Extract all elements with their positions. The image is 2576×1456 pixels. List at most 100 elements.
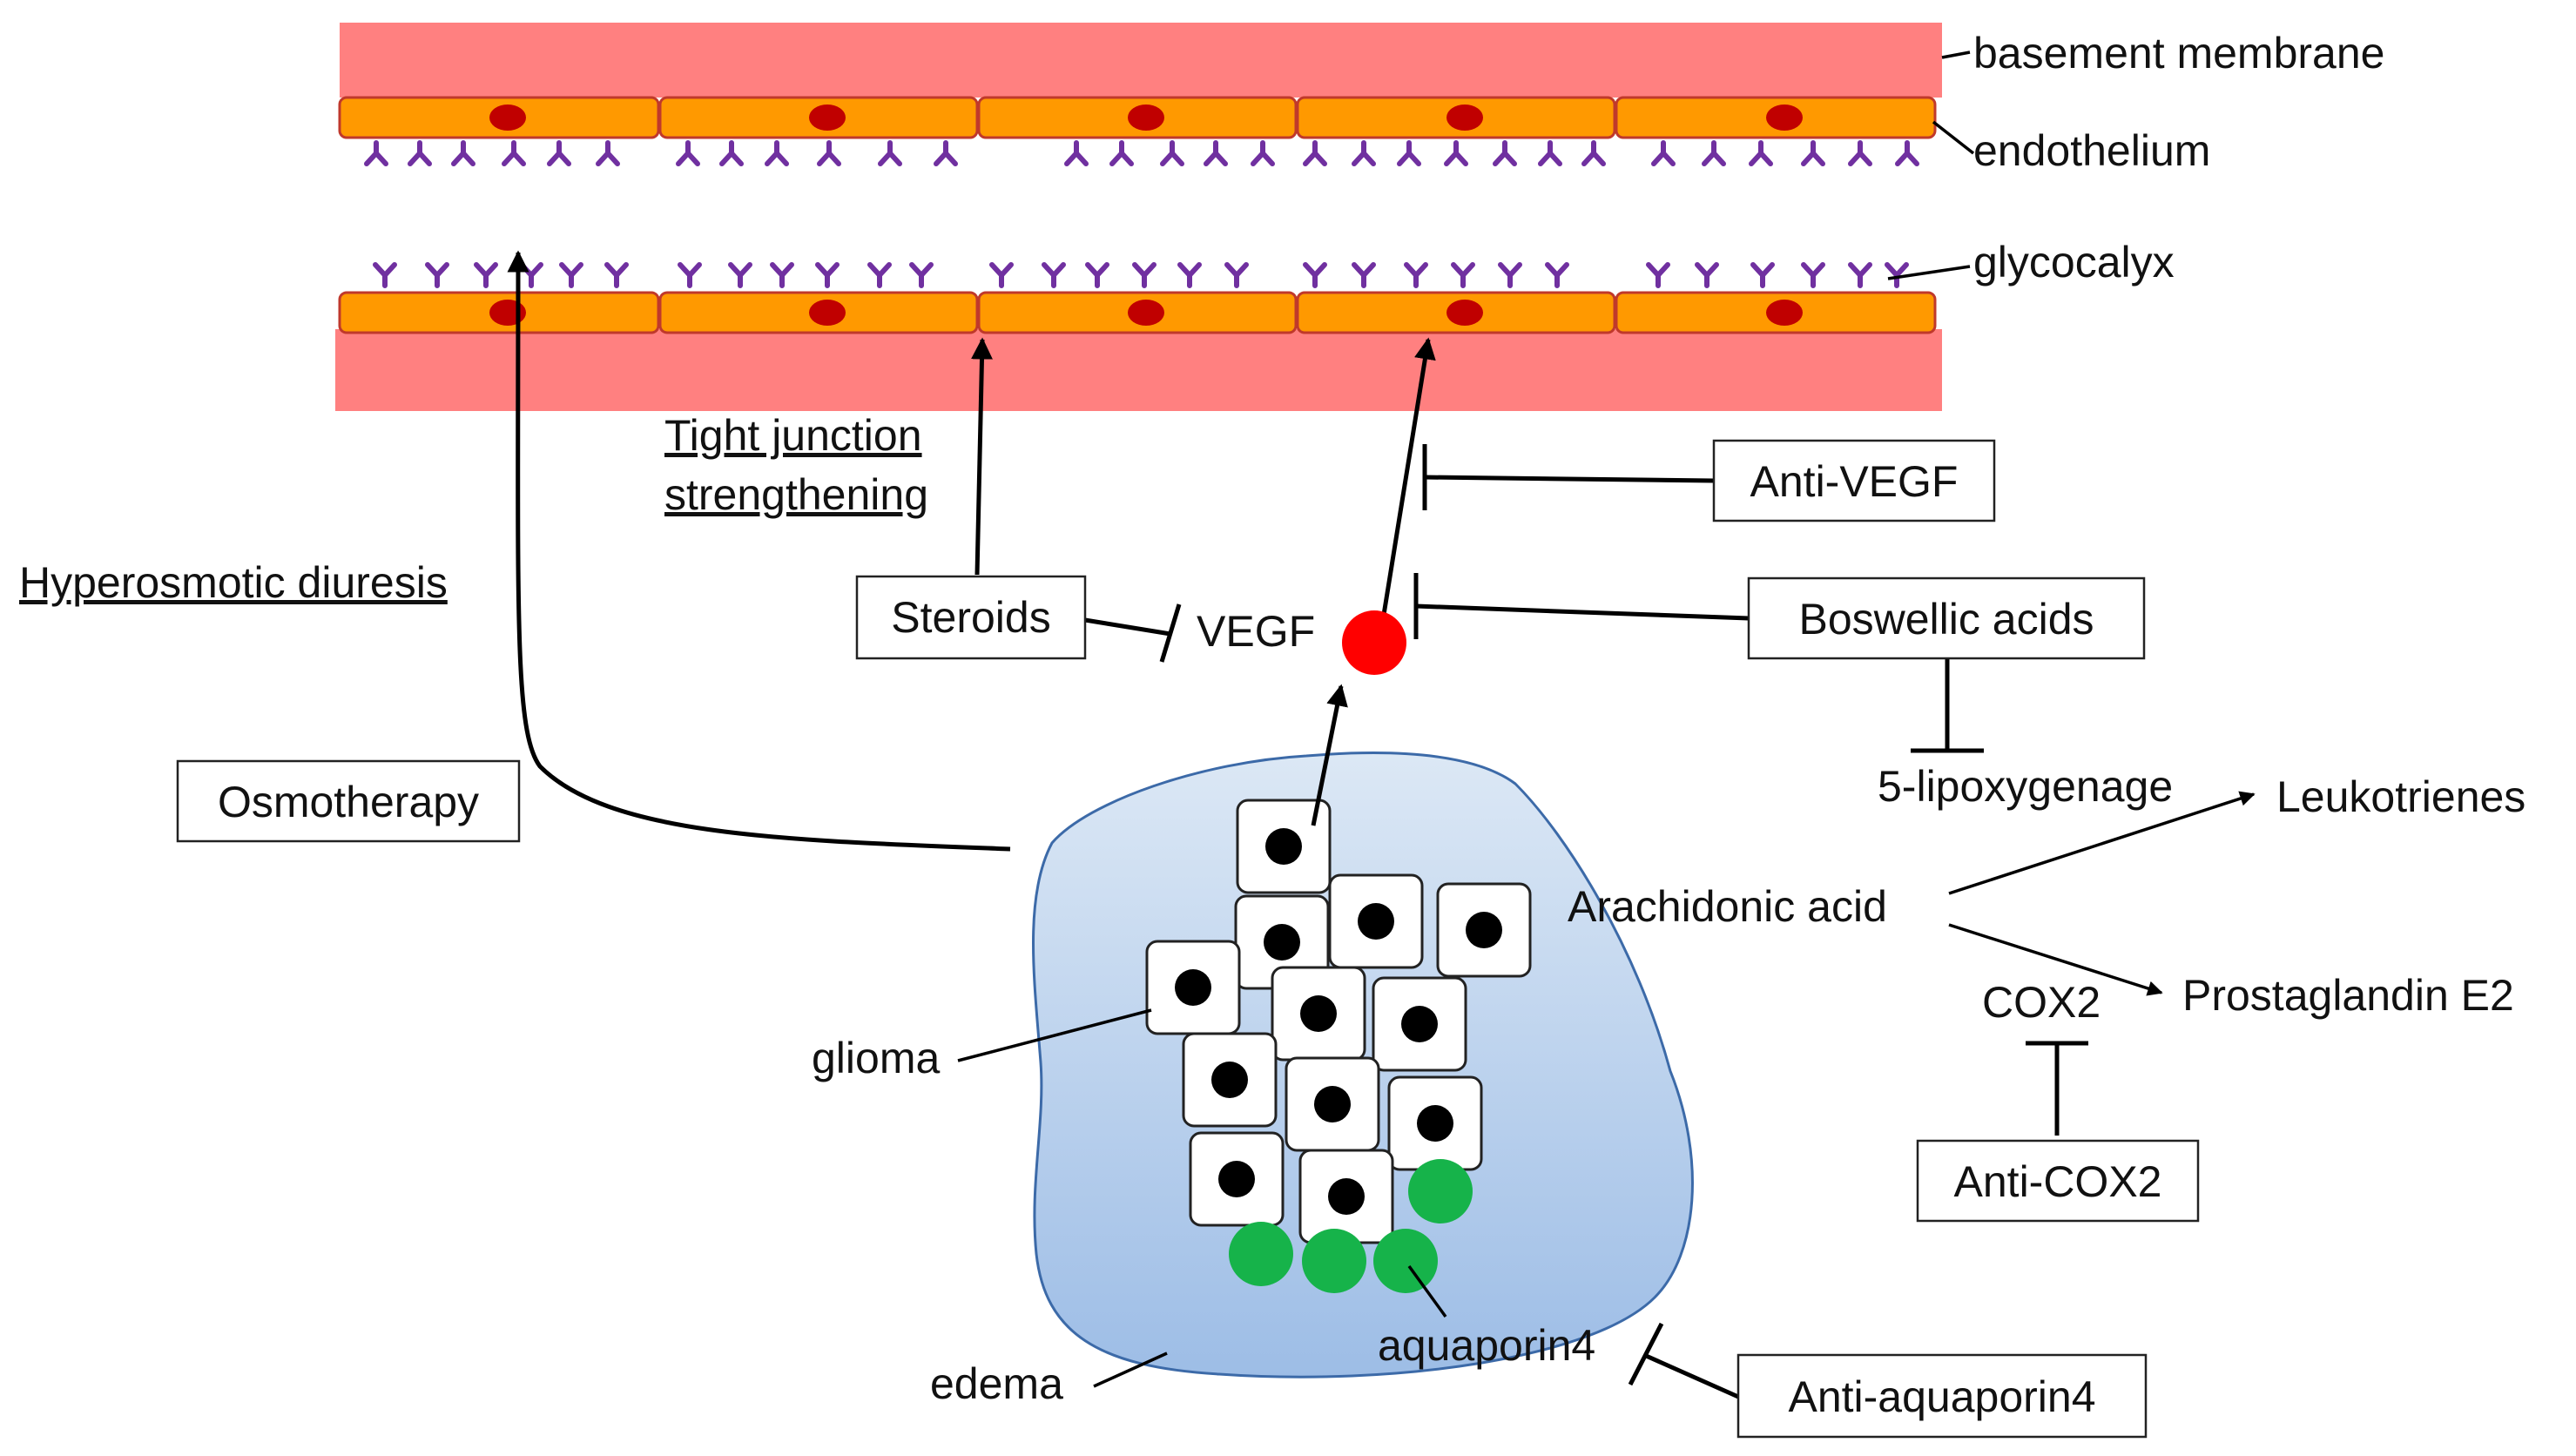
glycoprotein	[909, 262, 934, 288]
glycoprotein	[474, 262, 498, 288]
glioma-cell	[1285, 1056, 1380, 1152]
endothelium-bottom	[338, 291, 1937, 334]
cox2-label: COX2	[1982, 978, 2101, 1027]
glycocalyx-bottom	[373, 262, 1909, 288]
glycoprotein	[770, 262, 794, 288]
endothelial-cell	[1615, 96, 1937, 139]
glycoprotein	[878, 140, 902, 166]
glycoprotein	[519, 262, 543, 288]
svg-text:Boswellic acids: Boswellic acids	[1798, 595, 2094, 644]
anti-aquaporin4-inhibition	[1628, 1322, 1740, 1399]
glioma-vegf-arrow	[1311, 684, 1348, 826]
aquaporin4-dot	[1408, 1159, 1473, 1223]
glycoprotein	[1750, 262, 1775, 288]
endothelial-cell	[977, 96, 1298, 139]
glycoprotein	[1303, 262, 1327, 288]
glycoprotein	[765, 140, 789, 166]
glycoprotein	[547, 140, 571, 166]
glioma-cell	[1372, 976, 1467, 1072]
tight-junction-label-line1: Tight junction	[664, 411, 922, 460]
glycocalyx-leader	[1887, 265, 1971, 280]
basement-membrane-label: basement membrane	[1973, 29, 2384, 78]
svg-text:Osmotherapy: Osmotherapy	[218, 778, 479, 826]
vessel-top	[338, 23, 1942, 166]
glioma-cell	[1182, 1032, 1278, 1128]
glycoprotein	[1109, 140, 1134, 166]
glycoprotein	[502, 140, 526, 166]
arachidonic-acid-label: Arachidonic acid	[1568, 882, 1887, 931]
glycoprotein	[1064, 140, 1089, 166]
endothelium-top	[338, 96, 1937, 139]
glycoprotein	[989, 262, 1014, 288]
glycoprotein	[1042, 262, 1066, 288]
glycoprotein	[1404, 262, 1428, 288]
endothelial-cell	[658, 291, 979, 334]
glycoprotein	[408, 140, 432, 166]
endothelial-cell	[1615, 291, 1937, 334]
endothelial-cell	[338, 291, 660, 334]
basement-membrane-bottom	[335, 329, 1942, 411]
anti-cox2-inhibition	[2026, 1041, 2088, 1136]
vessel-bottom	[335, 262, 1942, 411]
tight-junction-label-line2: strengthening	[664, 470, 928, 519]
prostaglandin-label: Prostaglandin E2	[2182, 971, 2514, 1020]
glycoprotein	[1749, 140, 1773, 166]
glycoprotein	[364, 140, 388, 166]
endothelial-cell	[1296, 96, 1616, 139]
glycoprotein	[559, 262, 583, 288]
glycoprotein	[1801, 262, 1825, 288]
glycocalyx-label: glycocalyx	[1973, 238, 2175, 286]
endothelium-leader	[1932, 120, 1975, 155]
glycoprotein	[1538, 140, 1562, 166]
boswellic-vegf-inhibition	[1413, 573, 1750, 639]
glycoprotein	[1177, 262, 1202, 288]
glioma-cell	[1298, 1149, 1394, 1244]
glycoprotein	[1651, 140, 1676, 166]
glycoprotein	[678, 262, 702, 288]
svg-text:Anti-VEGF: Anti-VEGF	[1750, 457, 1959, 506]
glycoprotein	[815, 262, 840, 288]
glioma-cell	[1234, 894, 1330, 990]
glioma-cell	[1387, 1075, 1483, 1171]
aquaporin4-channels	[1229, 1159, 1473, 1293]
glycoprotein	[1397, 140, 1421, 166]
svg-text:Steroids: Steroids	[891, 593, 1050, 642]
glycoprotein	[1204, 140, 1228, 166]
glycoprotein	[1702, 140, 1726, 166]
endothelial-cell	[338, 96, 660, 139]
glycoprotein	[1160, 140, 1184, 166]
glycoprotein	[1303, 140, 1327, 166]
arachidonic-leukotrienes-arrow	[1948, 791, 2256, 895]
aquaporin4-label: aquaporin4	[1378, 1321, 1595, 1370]
glioma-cluster	[1145, 799, 1532, 1244]
lipoxygenase-label: 5-lipoxygenage	[1878, 762, 2173, 811]
aquaporin4-dot	[1302, 1229, 1366, 1293]
basement-membrane-leader	[1941, 51, 1971, 59]
glycoprotein	[596, 140, 620, 166]
glycoprotein	[1695, 262, 1719, 288]
boswellic-acids-box: Boswellic acids	[1747, 576, 2146, 660]
glycoprotein	[1444, 140, 1468, 166]
glycoprotein	[719, 140, 744, 166]
glycoprotein	[425, 262, 449, 288]
endothelial-cell	[977, 291, 1298, 334]
anti-vegf-box: Anti-VEGF	[1712, 439, 1996, 522]
steroids-vegf-inhibition	[1084, 603, 1182, 663]
aquaporin4-dot	[1229, 1222, 1293, 1286]
glycoprotein	[934, 140, 958, 166]
glycoprotein	[1451, 262, 1475, 288]
steroids-box: Steroids	[855, 575, 1087, 660]
anti-cox2-box: Anti-COX2	[1916, 1139, 2200, 1223]
leukotrienes-label: Leukotrienes	[2276, 772, 2525, 821]
aquaporin4-leader	[1407, 1264, 1447, 1318]
glycoprotein	[604, 262, 629, 288]
arachidonic-prostaglandin-arrow	[1948, 923, 2163, 996]
glycoprotein	[1224, 262, 1249, 288]
glioma-cell	[1189, 1131, 1285, 1227]
glycoprotein	[1895, 140, 1919, 166]
glycoprotein	[1085, 262, 1109, 288]
svg-text:Anti-COX2: Anti-COX2	[1954, 1157, 2162, 1206]
edema-label: edema	[930, 1359, 1063, 1408]
anti-vegf-inhibition	[1422, 444, 1715, 510]
glycoprotein	[1801, 140, 1825, 166]
